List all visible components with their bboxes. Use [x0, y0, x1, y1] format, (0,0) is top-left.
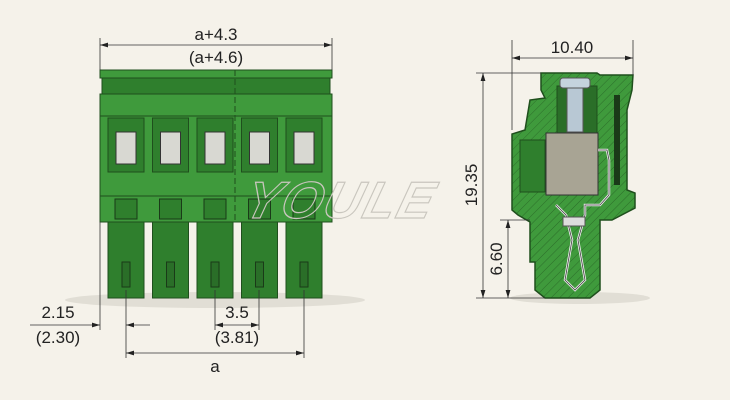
top-ribs: [101, 77, 331, 95]
dim-edge-offset: 2.15: [41, 303, 74, 322]
wire-entry-window: [204, 131, 226, 165]
release-slot: [159, 198, 182, 220]
dim-overall-width: a+4.3: [194, 25, 237, 44]
dim-edge-offset-alt: (2.30): [36, 328, 80, 347]
pin-slot: [255, 261, 264, 288]
release-slot: [292, 198, 316, 220]
dimensions: a+4.3 (a+4.6) 10.40 19.35 6.60 2.15 (2.3…: [30, 25, 634, 376]
dim-depth: 10.40: [551, 38, 594, 57]
screw-icon: [566, 87, 584, 133]
release-slot: [248, 198, 271, 220]
dim-span: a: [210, 357, 220, 376]
wire-entry-window: [249, 131, 270, 165]
upper-body: [99, 93, 333, 117]
pin-slot: [166, 261, 175, 288]
wire-entry: [519, 139, 546, 193]
release-slot: [203, 198, 227, 220]
dim-overall-width-alt: (a+4.6): [189, 48, 243, 67]
front-view: [65, 69, 365, 308]
screw-head: [559, 77, 591, 89]
top-rail: [99, 69, 333, 79]
pin-slot: [210, 261, 220, 288]
wire-entry-window: [115, 131, 137, 165]
dim-height: 19.35: [462, 164, 481, 207]
wire-entry-window: [160, 131, 181, 165]
watermark: YOULE: [238, 172, 443, 230]
dim-pitch: 3.5: [225, 303, 249, 322]
wire-entry-window: [293, 131, 315, 165]
latch-slot: [614, 95, 620, 185]
dim-pin-height: 6.60: [487, 242, 506, 275]
release-slot: [114, 198, 138, 220]
clamp-box: [545, 132, 599, 196]
pin-slot: [121, 261, 131, 288]
pin-slot: [299, 261, 309, 288]
dim-pitch-alt: (3.81): [215, 328, 259, 347]
pin-socket: [562, 216, 586, 227]
side-view: [510, 72, 650, 304]
contact-spring-outline: [555, 149, 610, 291]
